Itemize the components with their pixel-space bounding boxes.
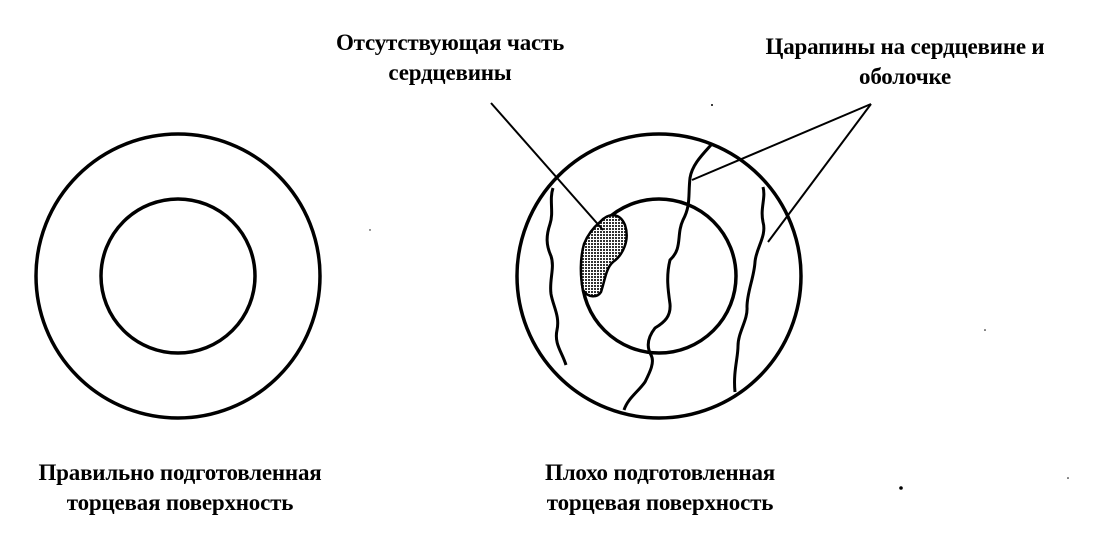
good-end-face <box>34 132 322 420</box>
label-scratches-line1: Царапины на сердцевине и <box>765 34 1045 59</box>
label-bad-surface: Плохо подготовленная торцевая поверхност… <box>490 458 830 518</box>
scratch-right <box>733 186 766 393</box>
speck <box>369 229 371 231</box>
label-bad-surface-line2: торцевая поверхность <box>546 490 774 515</box>
leader-scratch-outer <box>767 103 872 243</box>
speck <box>899 486 903 490</box>
bad-cladding-circle <box>515 132 803 420</box>
leader-lines <box>490 102 872 243</box>
label-good-surface-line1: Правильно подготовленная <box>38 460 322 485</box>
scratch-left <box>545 187 568 366</box>
scratch-middle <box>622 143 713 411</box>
speck <box>711 104 713 106</box>
scan-specks <box>369 104 1069 490</box>
label-scratches-line2: оболочке <box>859 64 951 89</box>
label-missing-core: Отсутствующая часть сердцевины <box>290 28 610 88</box>
leader-scratch-inner <box>691 103 872 181</box>
speck <box>1067 477 1069 479</box>
missing-core-area <box>579 214 628 298</box>
bad-end-face <box>515 132 803 420</box>
label-bad-surface-line1: Плохо подготовленная <box>545 460 775 485</box>
speck <box>984 329 986 331</box>
good-core-circle <box>99 197 257 355</box>
label-good-surface: Правильно подготовленная торцевая поверх… <box>10 458 350 518</box>
label-scratches: Царапины на сердцевине и оболочке <box>720 32 1090 92</box>
label-missing-core-line1: Отсутствующая часть <box>335 30 565 55</box>
label-good-surface-line2: торцевая поверхность <box>66 490 294 515</box>
good-cladding-circle <box>34 132 322 420</box>
label-missing-core-line2: сердцевины <box>388 60 512 85</box>
leader-missing-core <box>490 102 604 231</box>
